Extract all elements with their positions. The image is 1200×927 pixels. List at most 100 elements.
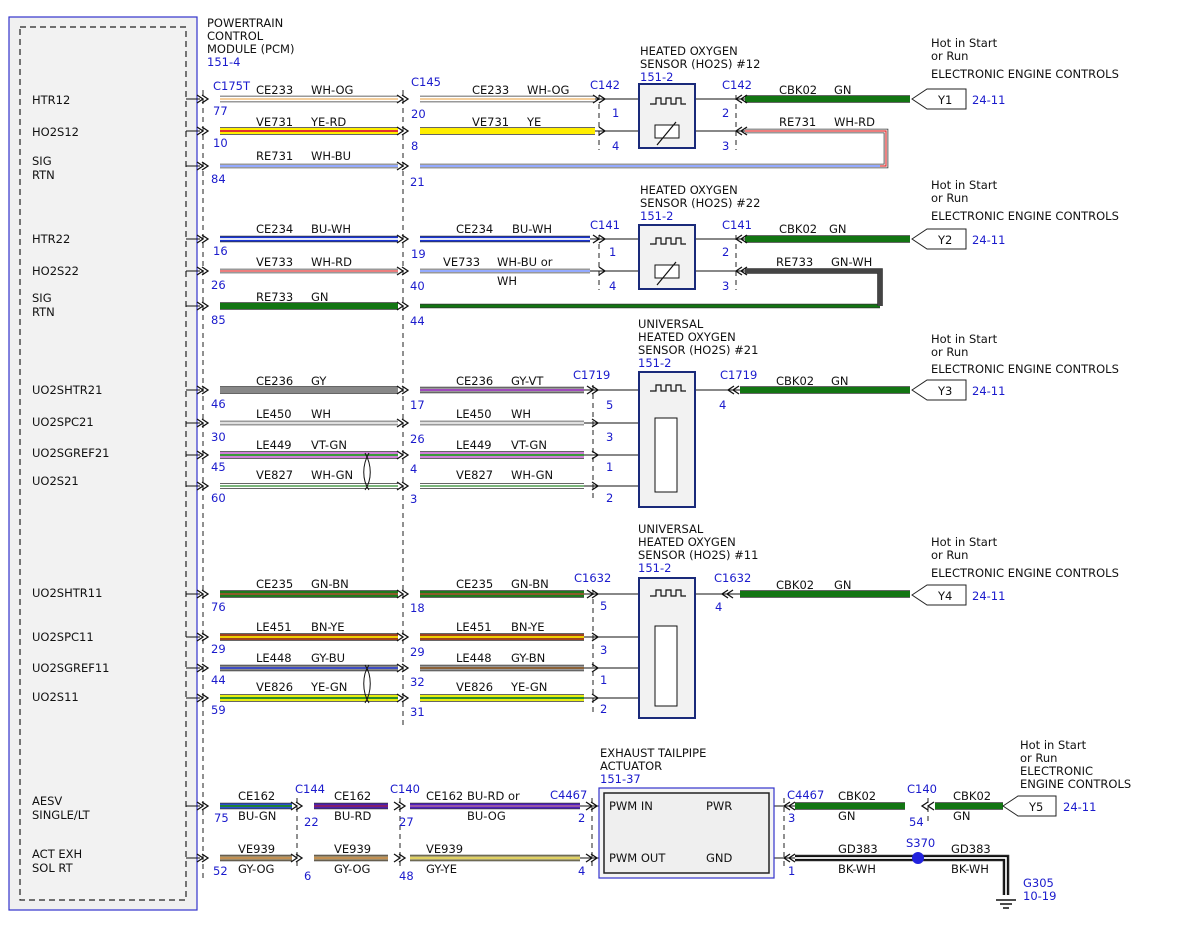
sensing-element-icon (654, 124, 680, 139)
pin-arrow-icon (396, 418, 405, 428)
wire-circuit-label: RE733 (776, 255, 813, 269)
sensor-ref: 151-2 (638, 356, 671, 370)
power-source-text: ELECTRONIC ENGINE CONTROLS (931, 362, 1119, 376)
pcm-pin-label: RTN (32, 305, 55, 319)
sensing-element-arrow-icon (656, 121, 677, 146)
pin-arrow-icon (290, 801, 299, 811)
wire-circuit-label: GD383 (951, 842, 991, 856)
power-source-text: ENGINE CONTROLS (1020, 777, 1131, 791)
wire-circuit-label: VE733 (443, 255, 480, 269)
wire-color-label: GN (831, 374, 849, 388)
wire-color-label: WH-OG (527, 83, 569, 97)
component-pin-number: 4 (578, 864, 585, 878)
pcm-title-line-2: CONTROL (207, 29, 264, 43)
actuator-ref: 151-37 (600, 772, 641, 786)
pin-arrow-icon (290, 853, 299, 863)
wire-stroke (745, 129, 888, 168)
wire-pin-number: 20 (411, 107, 426, 121)
power-source-text: or Run (931, 191, 968, 205)
pin-arrow-icon (725, 589, 734, 599)
pin-arrow-icon (196, 234, 205, 244)
pcm-title-line-1: POWERTRAIN (207, 16, 283, 30)
pin-arrow-icon (396, 301, 405, 311)
pin-arrow-icon (196, 589, 205, 599)
ground-g305: G305 10-19 (996, 876, 1056, 909)
sensor-ref: 151-2 (638, 561, 671, 575)
wire-color-label: VT-GN (311, 438, 347, 452)
pin-arrow-icon (401, 693, 410, 703)
pcm-pin-label: UO2S21 (32, 474, 79, 488)
actuator-pin-label: PWM IN (609, 799, 653, 813)
wire-color-label: BN-YE (311, 620, 345, 634)
pin-arrow-icon (396, 481, 405, 491)
wire-pin-number: 76 (211, 600, 226, 614)
wire-pin-number: 3 (410, 492, 417, 506)
power-source-tag (911, 584, 967, 606)
power-source-text: Hot in Start (931, 178, 998, 192)
sensor-uho2s-11: UNIVERSAL HEATED OXYGEN SENSOR (HO2S) #1… (638, 522, 758, 719)
power-source-tag (1002, 795, 1057, 817)
power-source-tag-label: Y5 (1028, 800, 1043, 814)
pin-arrow-icon (739, 266, 748, 276)
pcm-pin-label: SIG (32, 154, 52, 168)
sensor-title: UNIVERSAL (638, 522, 704, 536)
sensing-cell-icon (654, 625, 678, 707)
sensor-title: HEATED OXYGEN (640, 183, 738, 197)
power-source-tag-label: Y4 (937, 589, 952, 603)
component-pin-number: 2 (722, 106, 729, 120)
wire-color-label: VT-GN (511, 438, 547, 452)
sensing-cell-icon (654, 417, 678, 493)
pin-arrow-icon (201, 234, 210, 244)
pin-arrow-icon (585, 801, 594, 811)
wire-labels: CE233 WH-OG 77 CE233 WH-OG 20 VE731 YE-R… (211, 83, 991, 883)
pin-arrow-icon (196, 693, 205, 703)
pin-arrow-icon (196, 418, 205, 428)
wire-circuit-label: LE450 (256, 407, 292, 421)
wire-circuit-label: CBK02 (776, 374, 814, 388)
component-pin-number: 1 (788, 864, 795, 878)
connector-label: C144 (295, 782, 325, 796)
wire-circuit-label: CBK02 (779, 83, 817, 97)
wire-color-label: GN (953, 809, 971, 823)
wire-circuit-label: VE827 (256, 468, 293, 482)
pin-arrow-icon (398, 853, 407, 863)
twisted-pair-icon (363, 664, 371, 704)
wire-color-label: GN (834, 83, 852, 97)
pin-arrow-icon (591, 481, 600, 491)
pin-arrow-icon (201, 266, 210, 276)
wire-color-label: WH (497, 274, 517, 288)
wire-circuit-label: VE826 (256, 680, 293, 694)
pin-arrow-icon (201, 385, 210, 395)
component-pin-number: 3 (722, 279, 729, 293)
wire-color-label: YE-GN (310, 680, 347, 694)
pin-arrow-icon (585, 853, 594, 863)
wire-pin-number: 6 (304, 869, 311, 883)
wire-color-label: GY-VT (511, 374, 544, 388)
component-pin-number: 2 (578, 811, 585, 825)
wire-circuit-label: VE826 (456, 680, 493, 694)
splice-label: S370 (906, 836, 935, 850)
pin-arrow-icon (591, 450, 600, 460)
pin-arrow-icon (401, 126, 410, 136)
wire-circuit-label: CE236 (456, 374, 493, 388)
wire-pin-number: 60 (211, 491, 226, 505)
power-source-text: Hot in Start (931, 36, 998, 50)
pin-arrow-icon (196, 385, 205, 395)
power-source-tag-label: Y3 (937, 384, 952, 398)
wire-stroke (795, 857, 1007, 895)
power-source-tag (911, 379, 967, 401)
sensor-title: HEATED OXYGEN (638, 330, 736, 344)
wire-color-label: BU-RD (334, 809, 371, 823)
actuator-pin-label: PWR (706, 799, 732, 813)
power-source-ref: 24-11 (972, 233, 1005, 247)
power-source-tag (911, 88, 967, 110)
pin-arrow-icon (396, 632, 405, 642)
pin-arrow-icon (401, 450, 410, 460)
twisted-pair-icon (363, 452, 371, 491)
wire-pin-number: 30 (211, 430, 226, 444)
pin-arrow-icon (731, 385, 740, 395)
pcm-pin-label: UO2SHTR11 (32, 586, 102, 600)
connector-label: C142 (722, 78, 752, 92)
component-pin-number: 1 (606, 460, 613, 474)
pin-arrow-icon (401, 418, 410, 428)
